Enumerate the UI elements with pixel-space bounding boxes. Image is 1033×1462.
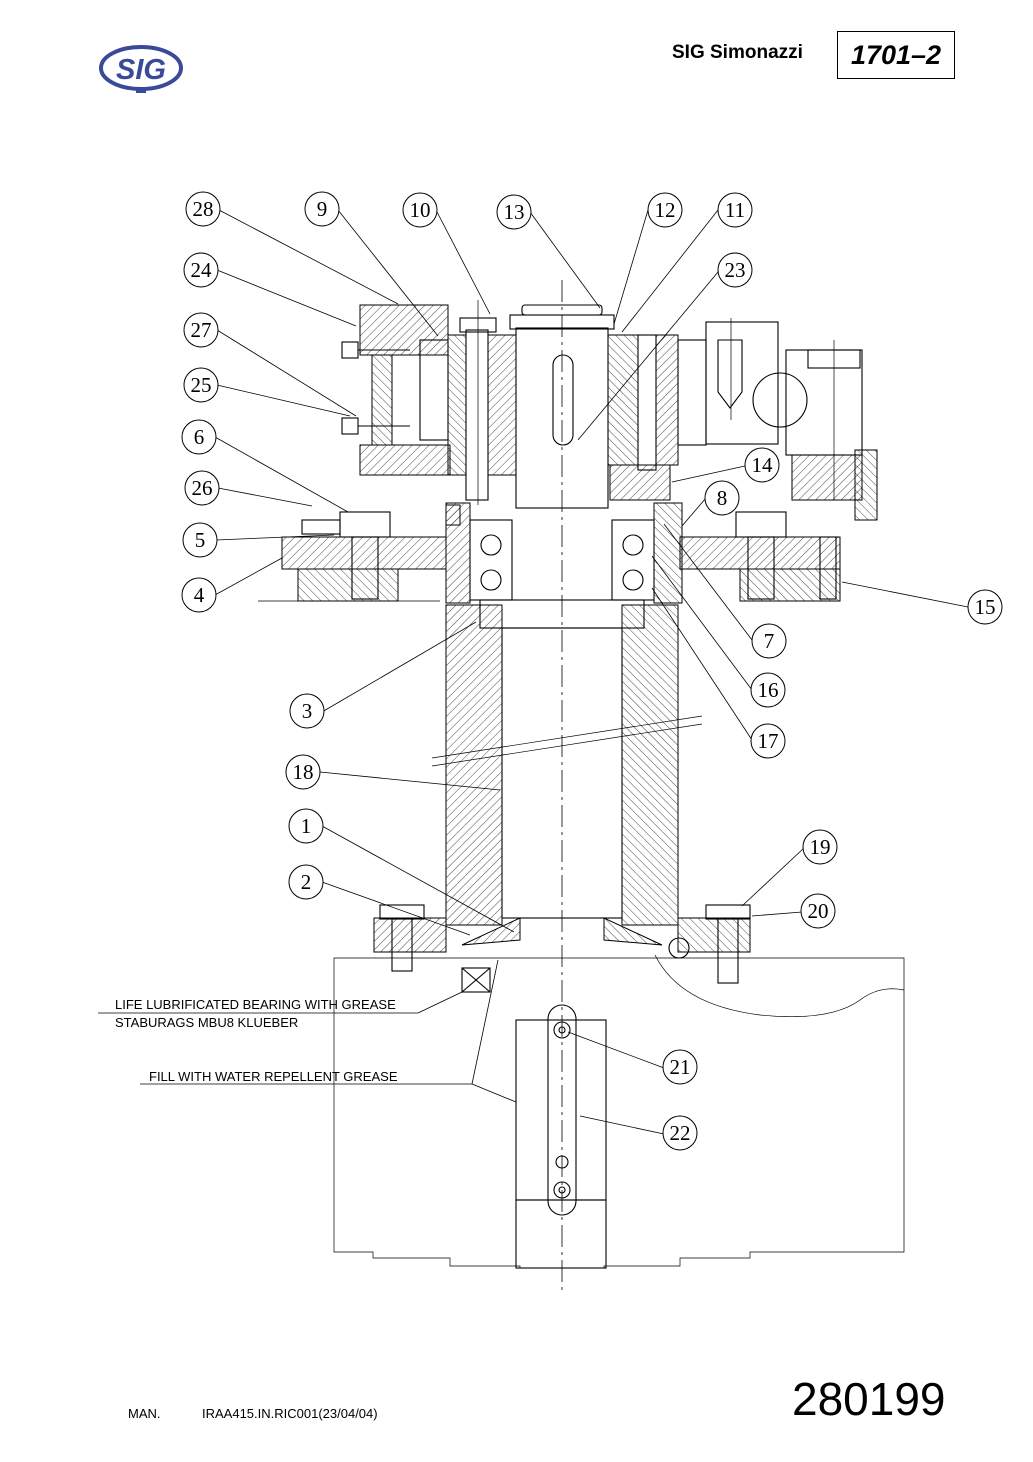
svg-text:6: 6 bbox=[194, 425, 205, 449]
callout-bubbles: 28 9 10 13 12 11 24 23 27 25 6 14 26 8 5… bbox=[181, 191, 1003, 1151]
svg-text:21: 21 bbox=[670, 1055, 691, 1079]
svg-text:18: 18 bbox=[293, 760, 314, 784]
svg-text:19: 19 bbox=[810, 835, 831, 859]
svg-text:SIG: SIG bbox=[116, 54, 166, 86]
callout-4: 4 bbox=[181, 577, 217, 613]
callout-22: 22 bbox=[662, 1115, 698, 1151]
bearing-note-line2: STABURAGS MBU8 KLUEBER bbox=[115, 1015, 299, 1030]
column-tube bbox=[373, 604, 751, 993]
svg-text:23: 23 bbox=[725, 258, 746, 282]
callout-8: 8 bbox=[704, 480, 740, 516]
upper-assembly bbox=[341, 300, 878, 521]
svg-text:8: 8 bbox=[717, 486, 728, 510]
callout-10: 10 bbox=[402, 192, 438, 228]
svg-text:12: 12 bbox=[655, 198, 676, 222]
callout-9: 9 bbox=[304, 191, 340, 227]
callout-6: 6 bbox=[181, 419, 217, 455]
callout-5: 5 bbox=[182, 522, 218, 558]
svg-text:10: 10 bbox=[410, 198, 431, 222]
document-code: 1701–2 bbox=[837, 31, 955, 79]
lower-shaft bbox=[547, 1004, 577, 1216]
svg-text:14: 14 bbox=[752, 453, 774, 477]
lower-housing bbox=[333, 954, 905, 1269]
svg-text:5: 5 bbox=[195, 528, 206, 552]
callout-2: 2 bbox=[288, 864, 324, 900]
svg-text:1: 1 bbox=[301, 814, 312, 838]
callout-23: 23 bbox=[717, 252, 753, 288]
leader-lines bbox=[98, 209, 969, 1135]
svg-text:11: 11 bbox=[725, 198, 745, 222]
svg-text:2: 2 bbox=[301, 870, 312, 894]
svg-text:26: 26 bbox=[192, 476, 213, 500]
footer-reference: IRAA415.IN.RIC001(23/04/04) bbox=[202, 1406, 378, 1421]
callout-3: 3 bbox=[289, 693, 325, 729]
svg-text:24: 24 bbox=[191, 258, 213, 282]
svg-text:3: 3 bbox=[302, 699, 313, 723]
drawing-number: 280199 bbox=[792, 1373, 946, 1425]
bearing-housing bbox=[258, 502, 841, 629]
callout-18: 18 bbox=[285, 754, 321, 790]
callout-16: 16 bbox=[750, 672, 786, 708]
grease-fill-note: FILL WITH WATER REPELLENT GREASE bbox=[149, 1069, 398, 1084]
callout-19: 19 bbox=[802, 829, 838, 865]
callout-1: 1 bbox=[288, 808, 324, 844]
sig-logo: SIG bbox=[99, 45, 183, 93]
callout-28: 28 bbox=[185, 191, 221, 227]
svg-text:15: 15 bbox=[975, 595, 996, 619]
callout-17: 17 bbox=[750, 723, 786, 759]
bearing-note-line1: LIFE LUBRIFICATED BEARING WITH GREASE bbox=[115, 997, 396, 1012]
callout-12: 12 bbox=[647, 192, 683, 228]
svg-text:20: 20 bbox=[808, 899, 829, 923]
svg-text:16: 16 bbox=[758, 678, 779, 702]
callout-27: 27 bbox=[183, 312, 219, 348]
callout-13: 13 bbox=[496, 194, 532, 230]
callout-24: 24 bbox=[183, 252, 219, 288]
brand-name: SIG Simonazzi bbox=[672, 42, 803, 63]
svg-text:4: 4 bbox=[194, 583, 205, 607]
callout-14: 14 bbox=[744, 447, 780, 483]
callout-26: 26 bbox=[184, 470, 220, 506]
svg-text:25: 25 bbox=[191, 373, 212, 397]
callout-21: 21 bbox=[662, 1049, 698, 1085]
callout-7: 7 bbox=[751, 623, 787, 659]
svg-text:28: 28 bbox=[193, 197, 214, 221]
svg-text:17: 17 bbox=[758, 729, 779, 753]
footer-man-label: MAN. bbox=[128, 1406, 161, 1421]
svg-text:13: 13 bbox=[504, 200, 525, 224]
callout-20: 20 bbox=[800, 893, 836, 929]
svg-text:7: 7 bbox=[764, 629, 775, 653]
svg-text:9: 9 bbox=[317, 197, 328, 221]
callout-15: 15 bbox=[967, 589, 1003, 625]
svg-text:27: 27 bbox=[191, 318, 212, 342]
callout-25: 25 bbox=[183, 367, 219, 403]
callout-11: 11 bbox=[717, 192, 753, 228]
svg-text:22: 22 bbox=[670, 1121, 691, 1145]
